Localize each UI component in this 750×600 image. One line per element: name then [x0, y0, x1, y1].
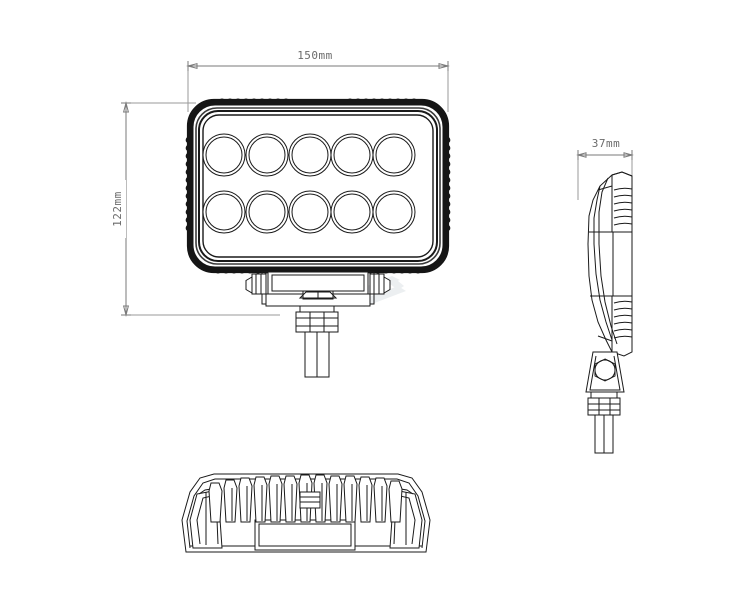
led-unit [202, 190, 246, 234]
led-array [202, 133, 416, 234]
led-unit [288, 133, 332, 177]
bracket-bolt-left [245, 273, 267, 295]
top-center-plate [254, 519, 356, 551]
dimension-height-122mm: 122mm [111, 101, 280, 317]
dimension-width-150mm: 150mm [186, 48, 450, 112]
bracket-bolt-right [369, 273, 391, 295]
led-unit [202, 133, 246, 177]
dimension-depth-37mm: 37mm [576, 136, 634, 200]
front-view [185, 98, 451, 378]
led-unit [330, 190, 374, 234]
front-mounting-stud [295, 305, 339, 378]
side-mounting-foot [585, 351, 625, 393]
led-unit [245, 133, 289, 177]
side-heatsink-fins-upper [613, 187, 633, 226]
top-view [181, 473, 431, 553]
side-view [585, 171, 633, 454]
top-bracket-stub [299, 491, 321, 509]
side-heatsink-fins-lower [613, 300, 633, 339]
led-unit [372, 190, 416, 234]
led-unit [330, 133, 374, 177]
led-unit [372, 133, 416, 177]
led-unit [288, 190, 332, 234]
dimension-label-width: 150mm [297, 49, 333, 62]
front-housing-shell [185, 98, 451, 274]
side-mounting-stud [587, 391, 621, 454]
top-heatsink-fins [208, 474, 403, 523]
led-unit [245, 190, 289, 234]
dimension-label-depth: 37mm [592, 137, 621, 150]
dimension-label-height: 122mm [111, 191, 124, 227]
front-mounting-bracket [245, 271, 391, 307]
